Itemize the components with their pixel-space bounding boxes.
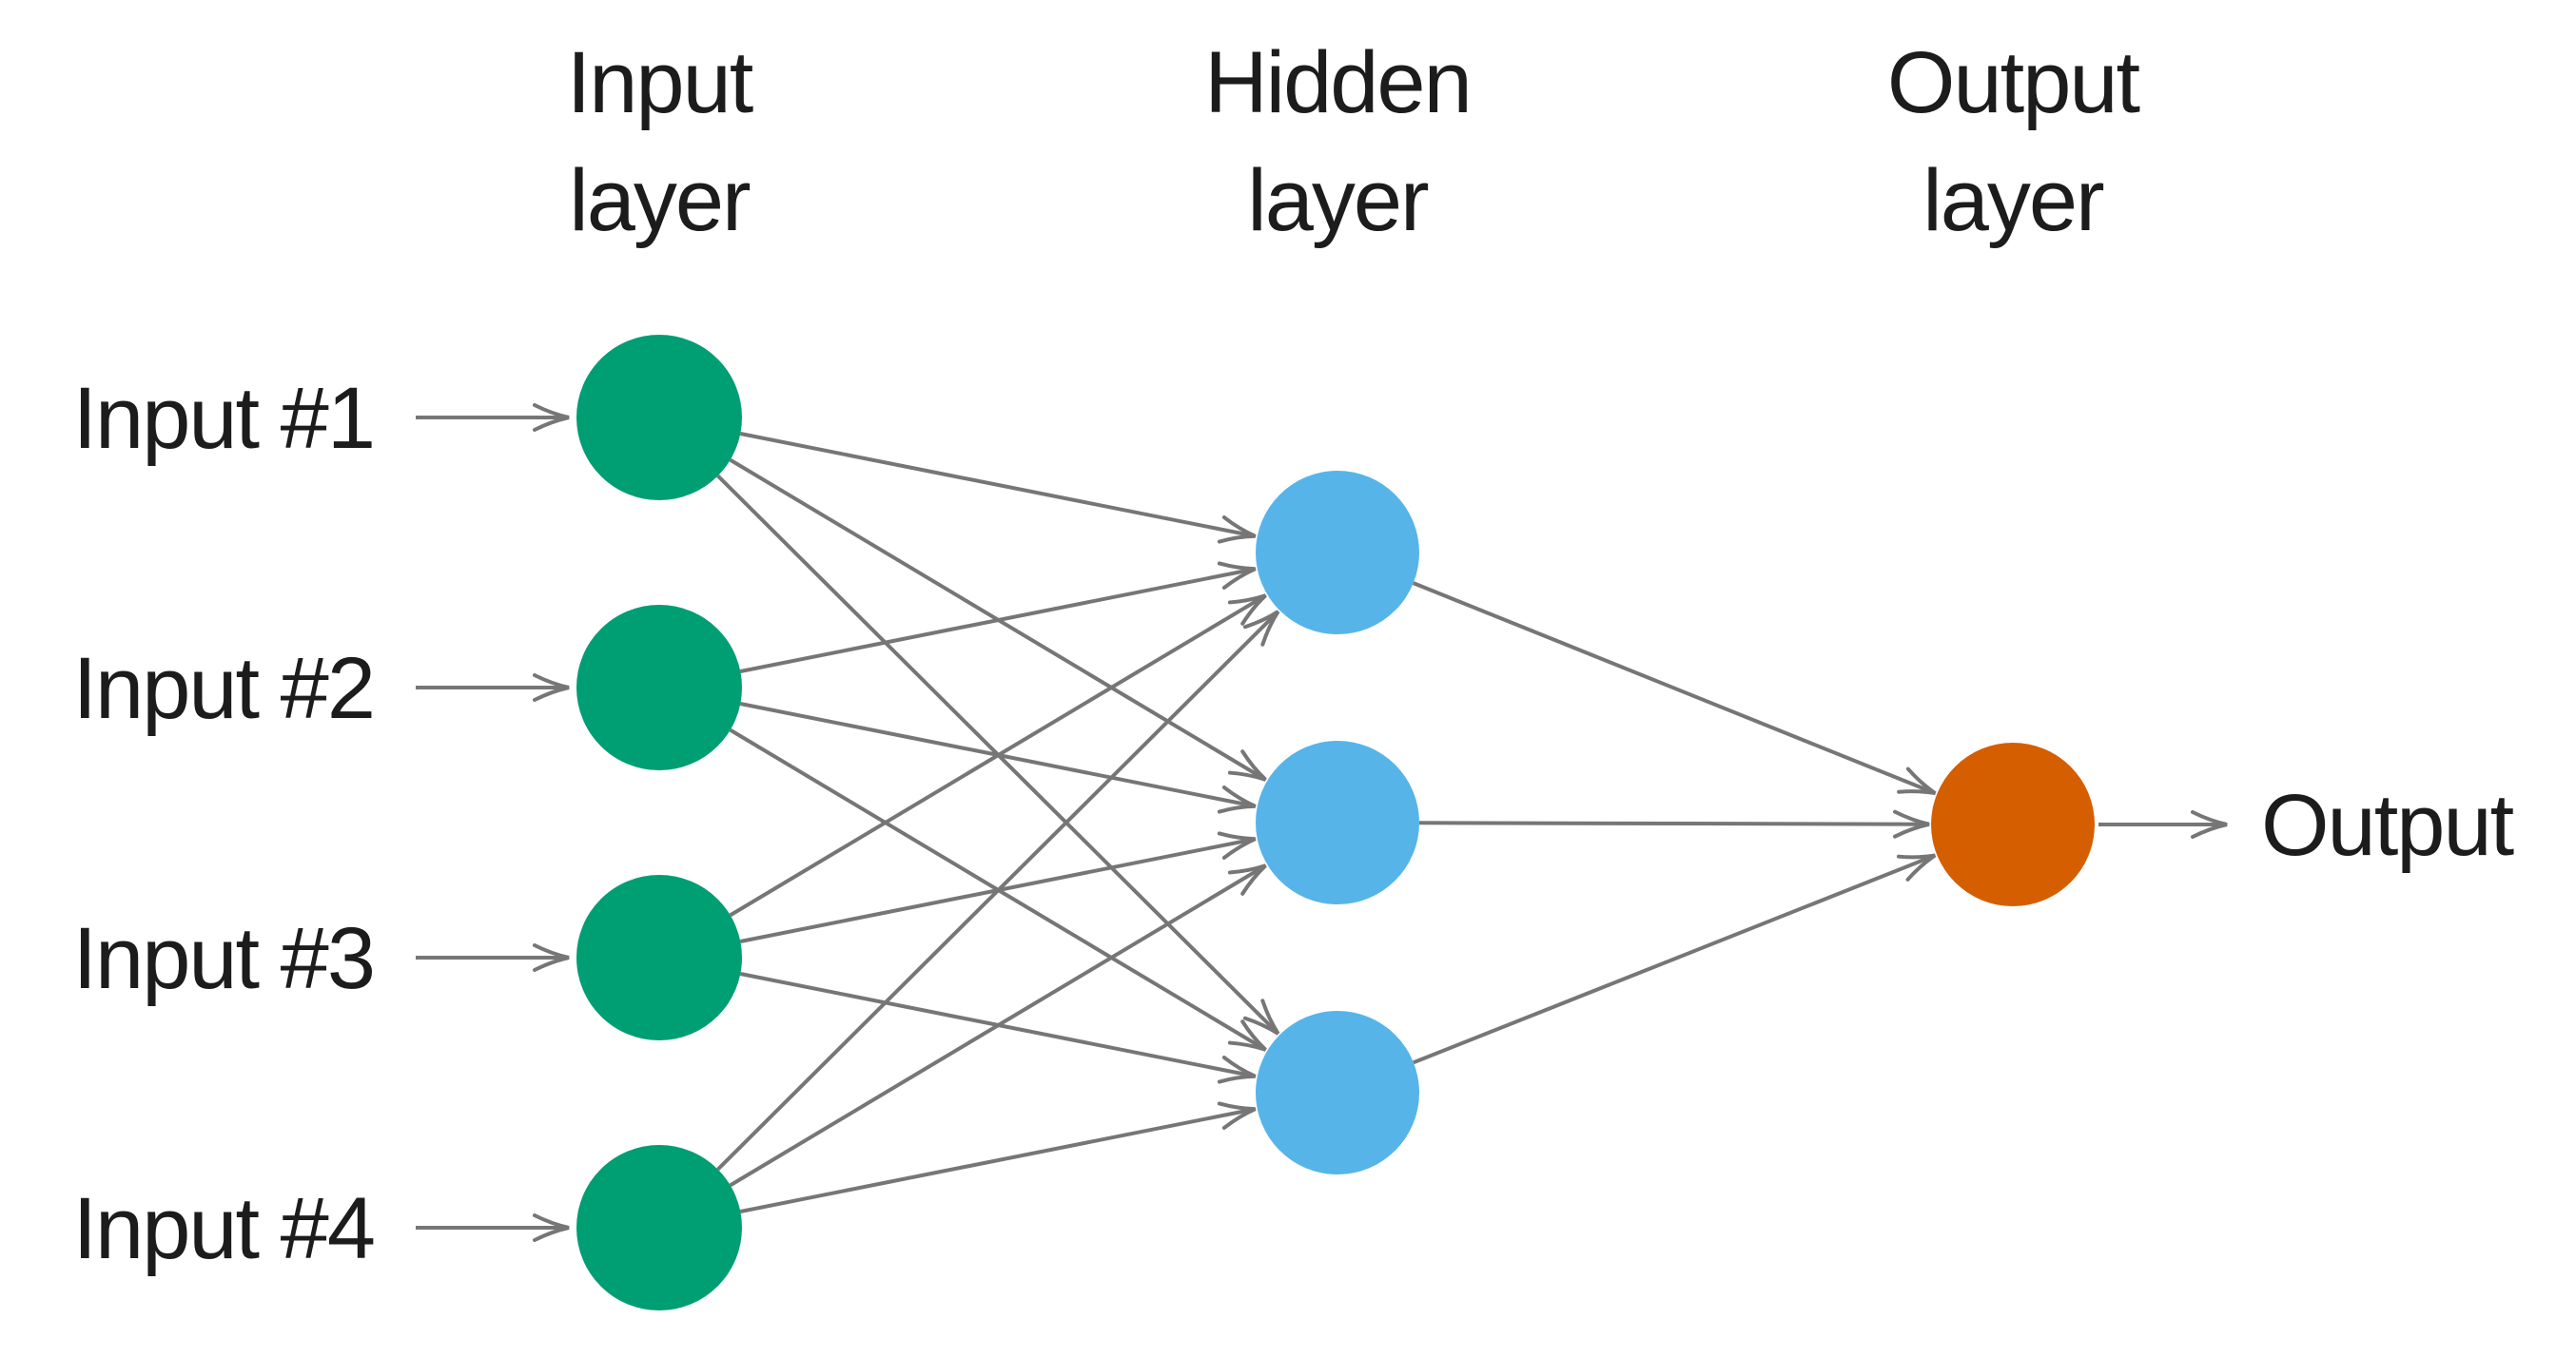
edge-I1-H1 bbox=[739, 432, 1257, 544]
hidden-node-2 bbox=[1256, 741, 1419, 904]
output-label: Output bbox=[2261, 777, 2514, 874]
edges-layer bbox=[416, 403, 2228, 1242]
edge-I4-H3 bbox=[739, 1101, 1257, 1213]
input-node-1 bbox=[576, 335, 742, 500]
edge-I3-H1 bbox=[729, 593, 1267, 918]
edge-H2-O1 bbox=[1418, 809, 1930, 839]
edge-I4-H1 bbox=[716, 610, 1280, 1172]
output-node-1 bbox=[1931, 743, 2095, 906]
input-labels: Input #1 Input #2 Input #3 Input #4 bbox=[72, 370, 376, 1277]
edge-I2-H1 bbox=[739, 561, 1257, 673]
hidden-layer-header-line1: Hidden bbox=[1204, 34, 1471, 131]
input-layer-header-line1: Input bbox=[567, 34, 753, 131]
nodes-layer bbox=[576, 335, 2095, 1310]
column-headers: Input layer Hidden layer Output layer bbox=[567, 34, 2142, 249]
edge-H1-O1 bbox=[1413, 581, 1937, 796]
hidden-layer-header-line2: layer bbox=[1247, 152, 1429, 249]
input-node-4 bbox=[576, 1145, 742, 1310]
edge-H3-O1 bbox=[1413, 853, 1937, 1065]
edge-I4-H2 bbox=[729, 863, 1267, 1188]
output-layer-header-line2: layer bbox=[1922, 152, 2104, 249]
input-1-label: Input #1 bbox=[72, 370, 374, 467]
output-layer-header-line1: Output bbox=[1887, 34, 2140, 131]
input-layer-header-line2: layer bbox=[569, 152, 751, 249]
input-node-2 bbox=[576, 605, 742, 770]
hidden-node-1 bbox=[1256, 471, 1419, 634]
hidden-node-3 bbox=[1256, 1011, 1419, 1174]
input-2-label: Input #2 bbox=[72, 640, 374, 737]
input-3-label: Input #3 bbox=[72, 910, 374, 1007]
input-node-3 bbox=[576, 875, 742, 1040]
input-4-label: Input #4 bbox=[72, 1180, 374, 1277]
